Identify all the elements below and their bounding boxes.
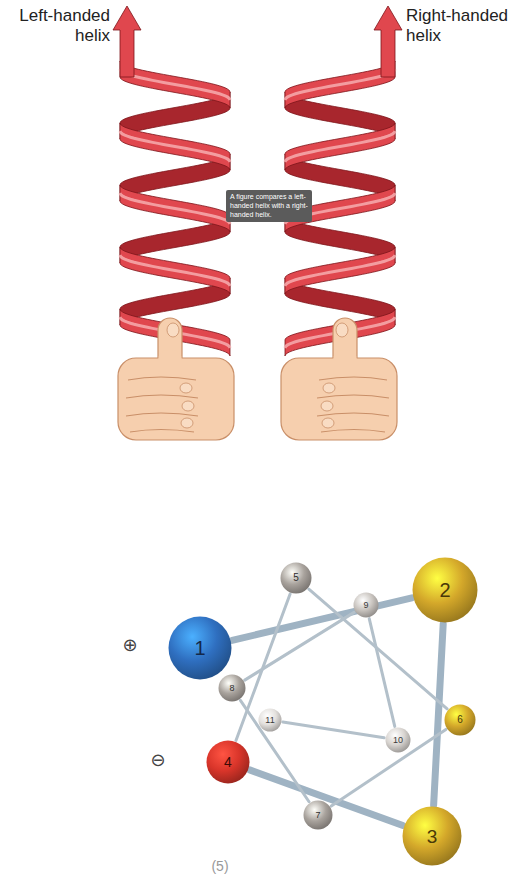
residue-sphere: 6 [444,704,476,736]
right-helix-with-hand [281,6,402,440]
sphere [207,741,250,784]
thumb-base [158,350,182,380]
helix-highlight [120,131,230,162]
sphere [403,807,462,866]
sphere [304,801,333,830]
residue-number: 5 [293,573,299,583]
residue-number: 8 [229,684,234,693]
residue-link [232,598,412,641]
helix-front [120,247,230,294]
hand [118,318,234,440]
fingernail [181,418,193,428]
fingernail [180,383,192,393]
thumb [158,318,182,380]
sphere [219,675,246,702]
helix-arrow [113,6,141,77]
residue-number: 11 [265,716,274,725]
caption-tooltip: A figure compares a left-handed helix wi… [226,190,312,222]
helix-highlight [120,255,230,286]
figure-number: (5) [200,858,240,874]
finger-line [126,395,198,398]
left-helix-with-hand [113,6,234,440]
helix-ribbon [113,6,230,356]
charge-sign: ⊖ [146,750,170,771]
residue-number: 10 [393,736,403,745]
finger-line [126,413,198,416]
helix-label: Left-handed helix [4,6,110,45]
residue-sphere: 9 [353,592,379,618]
residue-sphere: 3 [402,806,462,866]
residue-number: 2 [439,580,450,600]
residue-sphere: 11 [258,708,282,732]
helix-front [120,123,230,170]
sphere [386,728,411,753]
residue-sphere: 8 [218,674,246,702]
residue-link [240,700,309,801]
residue-number: 6 [457,715,463,725]
residue-sphere: 4 [206,740,250,784]
residue-sphere: 5 [280,562,312,594]
residue-number: 1 [194,638,205,658]
sphere [445,705,476,736]
residue-number: 7 [315,811,320,820]
finger-line [130,430,194,433]
fingernail [182,401,194,411]
residue-link [283,722,384,738]
residue-number: 9 [363,601,368,610]
charge-sign: ⊕ [118,635,142,656]
residue-sphere: 10 [385,727,411,753]
thumbnail [167,323,179,337]
residue-sphere: 7 [303,800,333,830]
helix-front [120,61,230,108]
sphere [354,593,379,618]
sphere [413,558,478,623]
residue-link [245,612,354,680]
helix-front [120,185,230,232]
sphere [169,617,232,680]
residue-number: 3 [427,827,438,846]
finger-line [128,377,196,380]
residue-number: 4 [224,755,232,769]
residue-link [369,619,395,727]
helix-label: Right-handed helix [406,6,512,45]
helix-highlight [120,193,230,224]
sphere [259,709,282,732]
residue-sphere: 2 [412,557,478,623]
residue-link [434,624,444,805]
residue-sphere: 1 [168,616,232,680]
tooltip-text: A figure compares a left-handed helix wi… [230,193,308,219]
sphere [281,563,312,594]
helix-highlight [120,69,230,100]
